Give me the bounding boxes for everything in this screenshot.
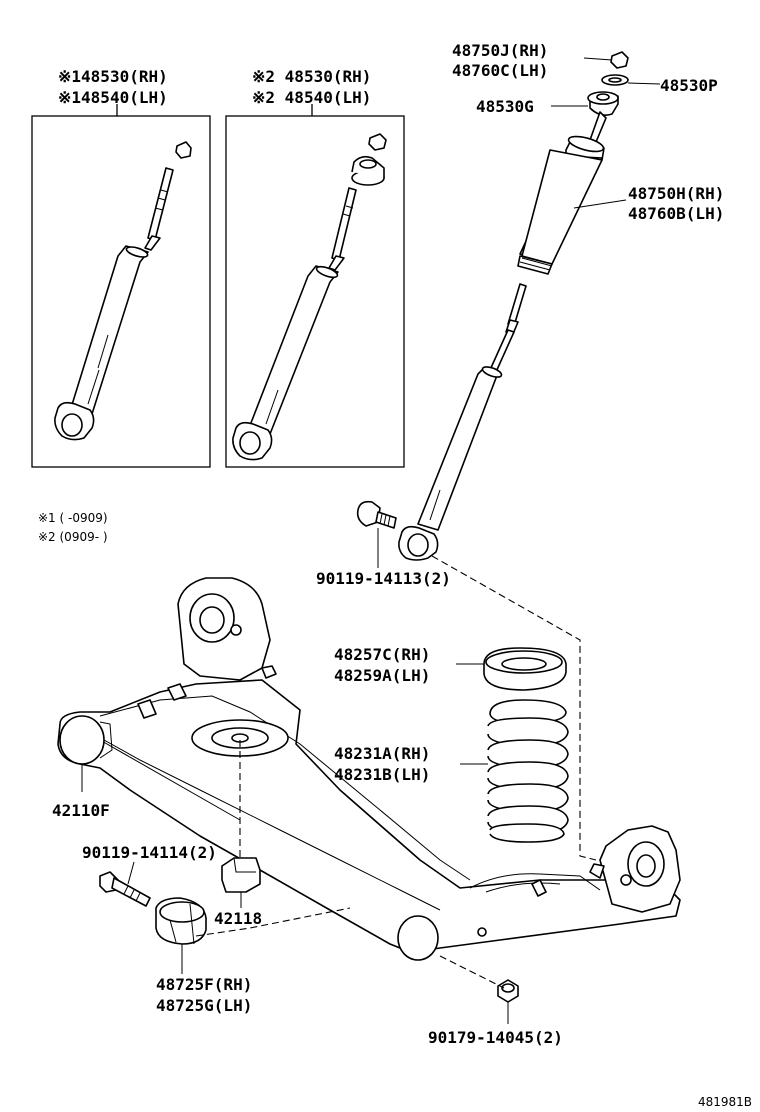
- label-upper-bolt: 90119-14113(2): [316, 569, 451, 588]
- shock-absorber-box-1: [31, 104, 211, 468]
- coil-spring: [460, 699, 569, 843]
- label-stopper: 42118: [214, 909, 262, 928]
- label-seat-rh: 48257C(RH): [334, 645, 430, 664]
- upper-nut: [583, 51, 629, 69]
- shock-absorber-box-2: [225, 104, 405, 468]
- label-support: 48530G: [476, 97, 534, 116]
- label-bush-rh: 48725F(RH): [156, 975, 252, 994]
- bump-stopper-boot: [517, 111, 627, 275]
- figure-id: 481981B: [698, 1095, 752, 1109]
- lower-bolt: [99, 861, 151, 907]
- label-nut-lh: 48760C(LH): [452, 61, 548, 80]
- lower-nut: [497, 979, 519, 1024]
- label-bush-lh: 48725G(LH): [156, 996, 252, 1015]
- label-seat-lh: 48259A(LH): [334, 666, 430, 685]
- note-2: ※2 (0909- ): [38, 530, 108, 544]
- shock-absorber-2: [232, 187, 357, 461]
- shock-support: [551, 91, 619, 116]
- upper-bolt: [356, 500, 397, 568]
- label-spring-lh: 48231B(LH): [334, 765, 430, 784]
- label-boot-rh: 48750H(RH): [628, 184, 724, 203]
- axle-bush: [155, 897, 207, 974]
- label-boot-lh: 48760B(LH): [628, 204, 724, 223]
- shock-absorber-exploded: [398, 283, 527, 561]
- label-nut-rh: 48750J(RH): [452, 41, 548, 60]
- label-lower-nut: 90179-14045(2): [428, 1028, 563, 1047]
- rear-axle-beam: [57, 577, 681, 961]
- shock-absorber-1: [54, 167, 174, 441]
- label-box1-rh: ※148530(RH): [58, 67, 168, 86]
- label-box2-rh: ※2 48530(RH): [252, 67, 371, 86]
- assembly-lines: [195, 555, 597, 989]
- shock-top-nut-2: [368, 133, 387, 151]
- label-spring-rh: 48231A(RH): [334, 744, 430, 763]
- spring-upper-seat: [456, 647, 567, 691]
- label-box2-lh: ※2 48540(LH): [252, 88, 371, 107]
- bound-stopper: [221, 857, 261, 908]
- label-lower-bolt: 90119-14114(2): [82, 843, 217, 862]
- washer: [601, 74, 661, 86]
- label-beam: 42110F: [52, 801, 110, 820]
- note-1: ※1 ( -0909): [38, 511, 108, 525]
- shock-top-nut-1: [175, 141, 192, 159]
- shock-mount-cushion-2: [351, 155, 385, 186]
- label-box1-lh: ※148540(LH): [58, 88, 168, 107]
- label-washer: 48530P: [660, 76, 718, 95]
